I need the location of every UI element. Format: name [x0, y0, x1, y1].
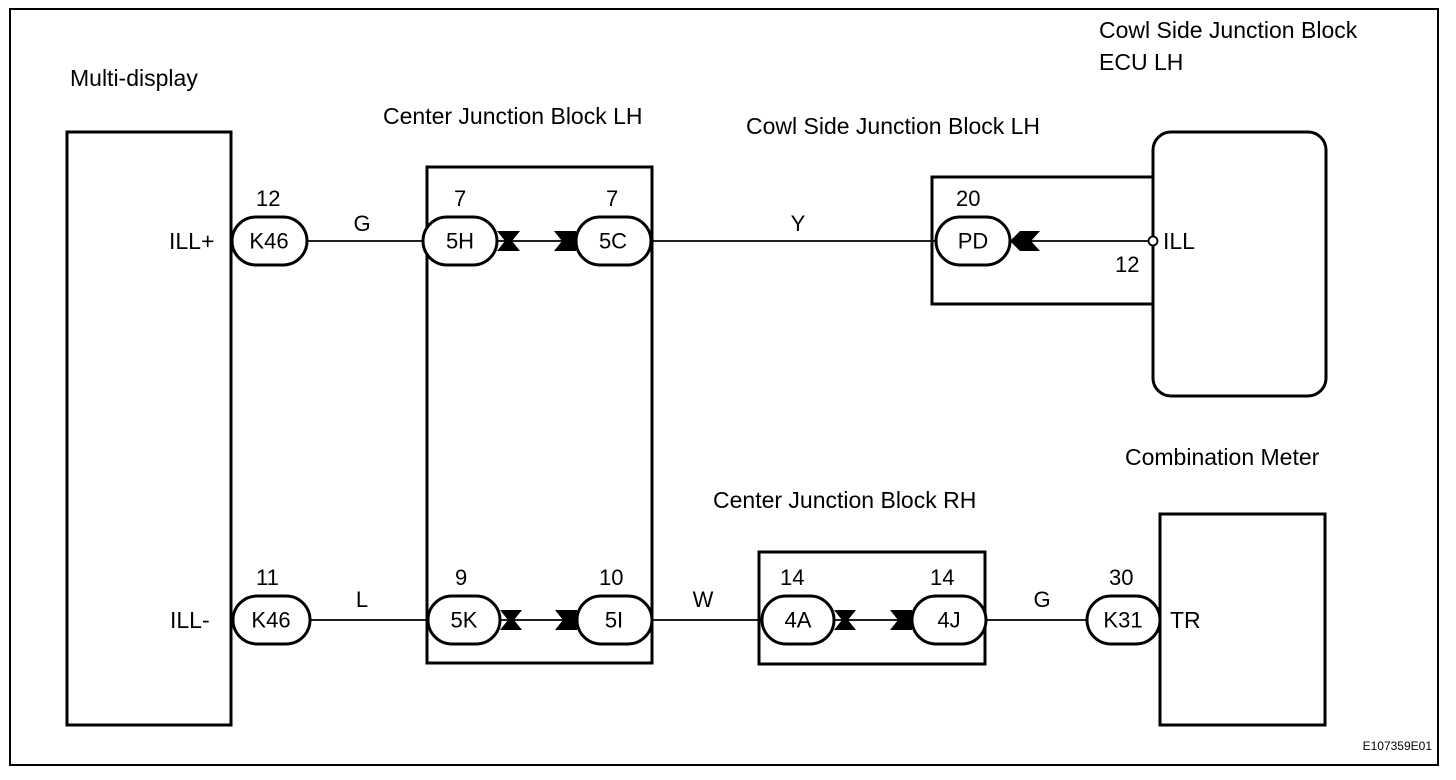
connector-pd-label: PD — [958, 229, 989, 254]
arrow-4j-in — [890, 610, 912, 630]
cowl-jb-ecu-box — [1151, 130, 1328, 398]
pin-4a: 14 — [780, 565, 804, 590]
connector-k31-label: K31 — [1103, 608, 1142, 633]
connector-pd — [934, 215, 1012, 267]
terminal-ill-minus: ILL- — [170, 607, 210, 633]
connector-5c — [574, 215, 653, 267]
arrow-5i-in — [555, 610, 577, 630]
cowl-jb-ecu-label-line2: ECU LH — [1099, 49, 1183, 75]
connector-5h-label: 5H — [446, 229, 474, 254]
cowl-jb-ecu-label-line1: Cowl Side Junction Block — [1099, 17, 1358, 43]
terminal-tr: TR — [1170, 607, 1201, 633]
wire-label-l: L — [356, 587, 368, 612]
connector-4j — [910, 594, 988, 646]
connector-5h — [421, 215, 499, 267]
combination-meter-label: Combination Meter — [1125, 444, 1320, 470]
cowl-jb-lh-label: Cowl Side Junction Block LH — [746, 113, 1040, 139]
pin-4j: 14 — [930, 565, 954, 590]
pin-5k: 9 — [455, 565, 467, 590]
pin-k46-bottom: 11 — [256, 565, 279, 590]
arrow-5c-in — [554, 231, 576, 251]
terminal-ill-plus: ILL+ — [169, 228, 214, 254]
center-jb-lh-label: Center Junction Block LH — [383, 103, 643, 129]
connector-k46-top — [230, 215, 309, 267]
connector-5i-label: 5I — [605, 608, 623, 633]
connector-4a-label: 4A — [785, 608, 812, 633]
connector-k46-bottom-label: K46 — [251, 608, 290, 633]
figure-code: E107359E01 — [1363, 739, 1433, 753]
pin-5h: 7 — [454, 186, 466, 211]
multi-display-label: Multi-display — [70, 65, 198, 91]
arrow-4a-out — [834, 610, 856, 630]
arrow-5k-out — [500, 610, 522, 630]
ill-terminal-circle — [1147, 235, 1159, 247]
connector-5i — [575, 594, 654, 646]
connector-k46-top-label: K46 — [249, 229, 288, 254]
wire-label-g-top: G — [353, 211, 370, 236]
pin-k46-top: 12 — [256, 186, 280, 211]
connector-5k — [426, 594, 502, 646]
multi-display-box — [65, 130, 233, 727]
terminal-ill: ILL — [1163, 228, 1195, 254]
wire-label-g-bottom: G — [1033, 587, 1050, 612]
pin-pd: 20 — [956, 186, 980, 211]
arrow-5h-out — [497, 231, 520, 251]
center-jb-rh-label: Center Junction Block RH — [713, 487, 976, 513]
arrow-pd-in — [1010, 231, 1040, 251]
pin-5i: 10 — [599, 565, 623, 590]
connector-4j-label: 4J — [937, 608, 960, 633]
pin-k31: 30 — [1109, 565, 1133, 590]
wire-label-w: W — [693, 587, 714, 612]
connector-k46-bottom — [231, 594, 312, 646]
connector-4a — [760, 594, 836, 646]
connector-k31 — [1085, 594, 1162, 646]
connector-5k-label: 5K — [451, 608, 478, 633]
wire-label-y: Y — [791, 211, 806, 236]
pin-5c: 7 — [606, 186, 618, 211]
pin-ill: 12 — [1115, 252, 1139, 277]
combination-meter-box — [1158, 512, 1327, 727]
connector-5c-label: 5C — [599, 229, 627, 254]
